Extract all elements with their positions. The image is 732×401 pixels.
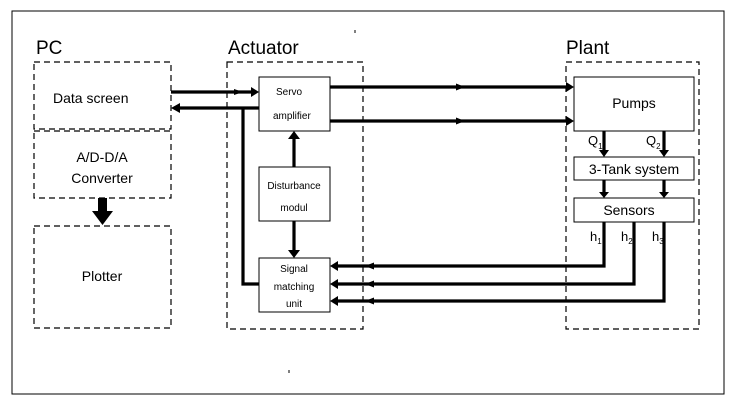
disturbance-label-1: Disturbance xyxy=(267,181,321,192)
servo-to-pc-arrowhead xyxy=(171,103,180,113)
tank-to-sensors-arrowhead-1 xyxy=(599,192,609,198)
servo-to-pumps-mid-arrow-2 xyxy=(456,117,465,125)
plant-title: Plant xyxy=(566,38,610,59)
h2-label: h2 xyxy=(621,229,633,246)
signal-to-pc-feedback-wire xyxy=(241,108,259,286)
signal-label-3: unit xyxy=(286,299,302,310)
h3-label: h3 xyxy=(652,229,664,246)
converter-label-1: A/D-D/A xyxy=(76,149,128,165)
plotter-label: Plotter xyxy=(82,268,123,284)
disturbance-to-signal-arrowhead xyxy=(288,250,300,258)
data-screen-box xyxy=(33,61,172,130)
q2-flow-arrowhead xyxy=(659,150,669,157)
h1-feedback-wire xyxy=(338,222,606,268)
outer-frame xyxy=(11,10,725,395)
data-screen-label: Data screen xyxy=(53,90,128,106)
h3-feedback-wire xyxy=(338,222,666,303)
h1-feedback-arrowhead xyxy=(330,261,338,271)
pc-group: Data screen A/D-D/A Converter Plotter xyxy=(33,61,172,329)
h2-feedback-wire xyxy=(338,222,636,286)
signal-matching-unit-box xyxy=(258,257,331,313)
pumps-box xyxy=(573,76,695,132)
disturbance-to-servo-arrowhead xyxy=(288,131,300,139)
pc-to-servo-mid-arrow xyxy=(234,89,243,95)
h1-label: h1 xyxy=(590,229,602,246)
pumps-label: Pumps xyxy=(612,95,656,111)
sensors-label: Sensors xyxy=(603,202,654,218)
servo-label-2: amplifier xyxy=(273,111,311,122)
pc-to-servo-arrowhead xyxy=(251,87,259,97)
servo-to-pumps-mid-arrow-1 xyxy=(456,83,465,91)
disturbance-label-2: modul xyxy=(280,203,307,214)
q2-label: Q2 xyxy=(646,133,661,151)
q1-flow-arrowhead xyxy=(599,150,609,157)
h3-feedback-mid-arrow xyxy=(365,297,374,305)
q1-label: Q1 xyxy=(588,133,603,151)
h2-feedback-arrowhead xyxy=(330,279,338,289)
h3-feedback-arrowhead xyxy=(330,296,338,306)
h1-feedback-mid-arrow xyxy=(365,262,374,270)
converter-label-2: Converter xyxy=(71,170,133,186)
signal-label-2: matching xyxy=(274,282,315,293)
tank-system-label: 3-Tank system xyxy=(589,161,679,177)
tank-to-sensors-arrowhead-2 xyxy=(659,192,669,198)
servo-to-pumps-arrowhead-1 xyxy=(566,82,574,92)
servo-label-1: Servo xyxy=(276,87,303,98)
converter-to-plotter-arrow xyxy=(92,198,113,225)
servo-amplifier-box xyxy=(258,76,331,132)
pc-title: PC xyxy=(36,38,62,59)
h2-feedback-mid-arrow xyxy=(365,280,374,288)
servo-to-pumps-arrowhead-2 xyxy=(566,116,574,126)
actuator-group xyxy=(226,61,364,330)
tank-system-box xyxy=(573,156,695,181)
disturbance-module-box xyxy=(258,166,331,222)
signal-label-1: Signal xyxy=(280,264,308,275)
actuator-title: Actuator xyxy=(228,38,299,59)
